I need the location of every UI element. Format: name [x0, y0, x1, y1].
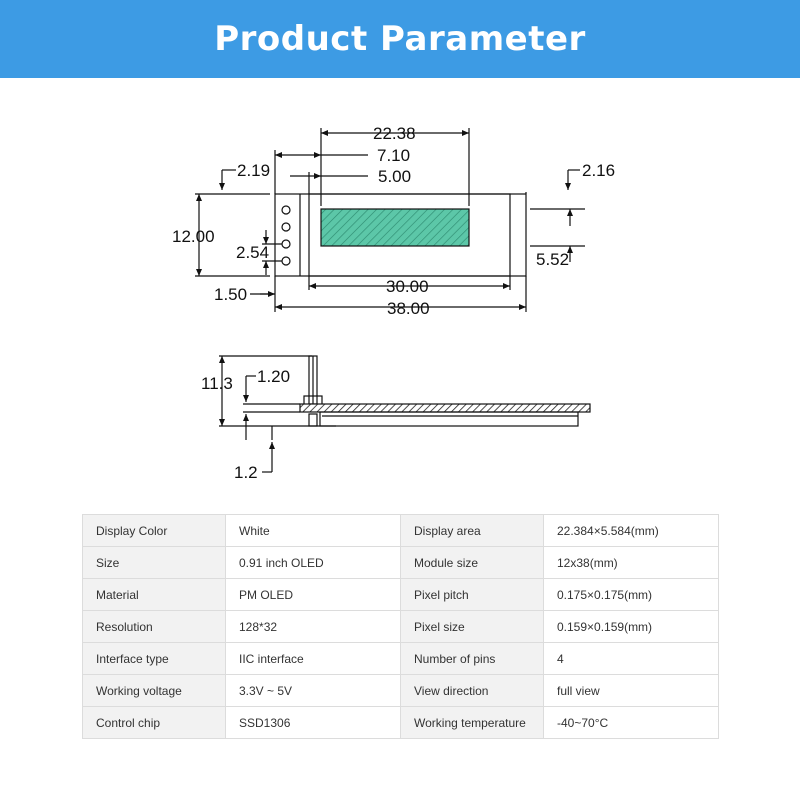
pin-3: [281, 239, 291, 249]
spec-value: 12x38(mm): [543, 546, 719, 579]
dim-22-38: 22.38: [373, 124, 416, 143]
dim-2-54: 2.54: [236, 243, 269, 262]
spec-label: Interface type: [82, 642, 226, 675]
top-view: [195, 128, 585, 312]
dim-11-3: 11.3: [201, 374, 233, 393]
spec-value: 4: [543, 642, 719, 675]
dim-1-50: 1.50: [214, 285, 247, 304]
spec-label: Size: [82, 546, 226, 579]
dim-38-00: 38.00: [387, 299, 430, 318]
spec-label: Pixel pitch: [400, 578, 544, 611]
side-view: [219, 355, 591, 473]
spec-value: SSD1306: [225, 706, 401, 739]
side-view-labels: 11.3 1.20 1.2: [201, 367, 290, 482]
spec-value: 128*32: [225, 610, 401, 643]
title-banner: Product Parameter: [0, 0, 800, 78]
spec-label: Control chip: [82, 706, 226, 739]
dim-7-10: 7.10: [377, 146, 410, 165]
spec-label: Display Color: [82, 514, 226, 547]
spec-label: Display area: [400, 514, 544, 547]
spec-value: 0.175×0.175(mm): [543, 578, 719, 611]
dim-1-2: 1.2: [234, 463, 258, 482]
page-title: Product Parameter: [214, 19, 586, 59]
spec-label: Resolution: [82, 610, 226, 643]
glass-layer: [319, 411, 579, 427]
spec-value: 0.91 inch OLED: [225, 546, 401, 579]
dimension-drawing: 22.38 7.10 5.00 2.19 2.16 12.00 2.54 5.5…: [172, 124, 615, 482]
dim-2-19: 2.19: [237, 161, 270, 180]
spec-value: IIC interface: [225, 642, 401, 675]
dim-5-00: 5.00: [378, 167, 411, 186]
dim-2-16: 2.16: [582, 161, 615, 180]
spec-value: PM OLED: [225, 578, 401, 611]
dim-1-20: 1.20: [257, 367, 290, 386]
glass-outline: [308, 193, 511, 277]
display-area: [320, 208, 470, 247]
spec-value: -40~70°C: [543, 706, 719, 739]
pin-2: [281, 222, 291, 232]
top-view-labels: 22.38 7.10 5.00 2.19 2.16 12.00 2.54 5.5…: [172, 124, 615, 318]
pin-1: [281, 205, 291, 215]
spec-label: Module size: [400, 546, 544, 579]
spec-value: 3.3V ~ 5V: [225, 674, 401, 707]
pcb-edge: [299, 403, 591, 413]
spec-label: Working voltage: [82, 674, 226, 707]
spec-label: Number of pins: [400, 642, 544, 675]
dim-12-00: 12.00: [172, 227, 215, 246]
spec-label: Pixel size: [400, 610, 544, 643]
spec-value: full view: [543, 674, 719, 707]
dim-5-52: 5.52: [536, 250, 569, 269]
spec-value: 22.384×5.584(mm): [543, 514, 719, 547]
spec-label: View direction: [400, 674, 544, 707]
dim-30-00: 30.00: [386, 277, 429, 296]
pin-4: [281, 256, 291, 266]
spec-value: 0.159×0.159(mm): [543, 610, 719, 643]
spec-label: Material: [82, 578, 226, 611]
spec-value: White: [225, 514, 401, 547]
spec-label: Working temperature: [400, 706, 544, 739]
